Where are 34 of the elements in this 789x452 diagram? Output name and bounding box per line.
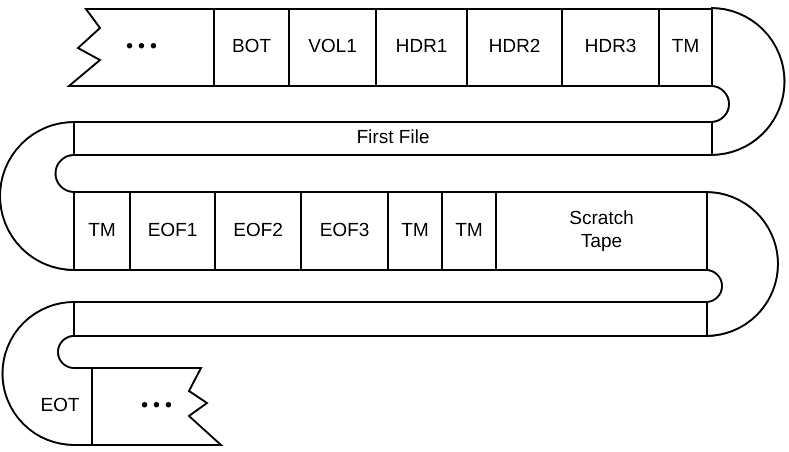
tape-label: TM bbox=[672, 36, 700, 59]
tape-label: • • • bbox=[126, 36, 157, 59]
tape-block bbox=[495, 191, 708, 271]
tape-block bbox=[129, 191, 216, 271]
tape-label: EOF1 bbox=[148, 220, 198, 242]
tape-block bbox=[466, 8, 563, 87]
tape-label: TM bbox=[401, 220, 429, 242]
tape-block bbox=[387, 191, 443, 271]
tape-block bbox=[73, 191, 131, 271]
tape-label: EOT bbox=[40, 395, 80, 418]
tape-block bbox=[214, 191, 302, 271]
tape-label: Scratch Tape bbox=[568, 208, 635, 254]
tape-label: First File bbox=[356, 127, 430, 150]
tape-label: HDR3 bbox=[584, 36, 636, 59]
tape-label: EOF3 bbox=[320, 220, 370, 242]
tape-block bbox=[288, 8, 377, 87]
tape-label: VOL1 bbox=[308, 36, 357, 59]
tape-label: TM bbox=[455, 220, 483, 242]
tape-block bbox=[561, 8, 660, 87]
tape-label: HDR2 bbox=[488, 36, 540, 59]
tape-block bbox=[658, 8, 713, 87]
tape-block bbox=[375, 8, 468, 87]
tape-block bbox=[213, 8, 290, 87]
tape-block bbox=[68, 8, 215, 87]
tape-label: HDR1 bbox=[396, 36, 448, 59]
tape-label: • • • bbox=[141, 395, 172, 418]
tape-block bbox=[300, 191, 389, 271]
tape-block bbox=[441, 191, 497, 271]
tape-block bbox=[91, 367, 222, 446]
tape-band bbox=[73, 301, 708, 337]
tape-block bbox=[73, 121, 713, 156]
tape-label: BOT bbox=[232, 36, 272, 59]
tape-label: EOF2 bbox=[233, 220, 283, 242]
tape-label: TM bbox=[88, 220, 116, 242]
